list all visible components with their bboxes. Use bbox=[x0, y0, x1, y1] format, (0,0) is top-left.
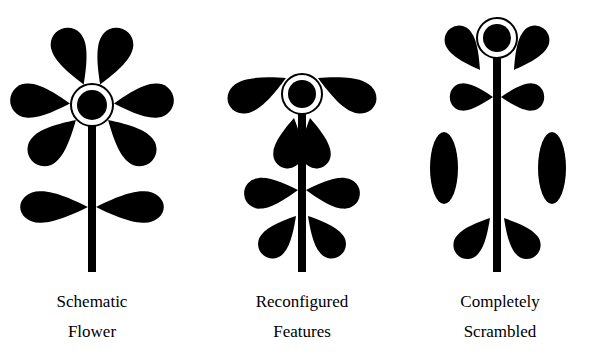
scrambled-flower bbox=[430, 18, 566, 272]
caption: Schematic Flower bbox=[40, 287, 144, 347]
reconfigured-flower bbox=[222, 63, 382, 272]
caption: Completely Scrambled bbox=[448, 287, 552, 347]
schematic-flower bbox=[9, 23, 175, 272]
caption: Reconfigured Features bbox=[250, 287, 354, 347]
